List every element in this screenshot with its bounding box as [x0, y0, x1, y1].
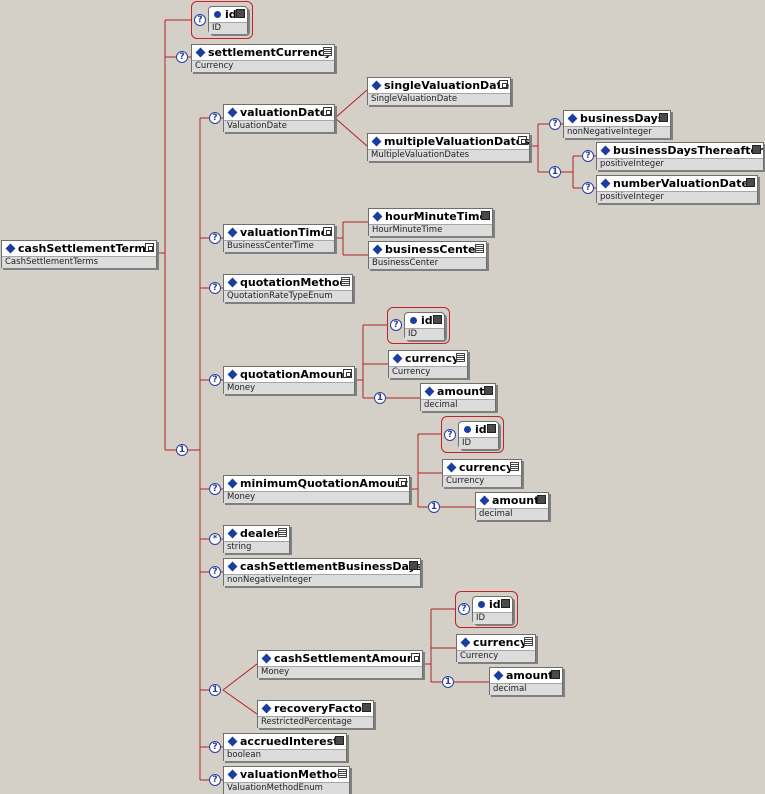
complex-type-icon: [499, 80, 508, 89]
element-currency[interactable]: currency Currency: [388, 350, 468, 378]
time-type-icon: [481, 211, 490, 220]
text-type-icon: [524, 637, 533, 646]
text-type-icon: [456, 353, 465, 362]
element-cashSettlementBusinessDays[interactable]: cashSettlementBusinessDays nonNegativeIn…: [223, 558, 421, 586]
integer-type-icon: [752, 145, 761, 154]
optional-occurrence-icon: ?: [176, 51, 188, 63]
sequence-occurrence-icon: 1: [176, 444, 188, 456]
element-minimumQuotationAmount[interactable]: minimumQuotationAmount Money: [223, 475, 410, 503]
boolean-type-icon: [335, 736, 344, 745]
attribute-icon: [410, 317, 417, 324]
sequence-occurrence-icon: 1: [442, 676, 454, 688]
optional-occurrence-icon: ?: [209, 232, 221, 244]
decimal-type-icon: [537, 495, 546, 504]
attribute-group-id: [441, 416, 504, 453]
complex-type-icon: [323, 107, 332, 116]
attribute-icon: [464, 426, 471, 433]
element-recoveryFactor[interactable]: recoveryFactor RestrictedPercentage: [257, 700, 374, 728]
element-businessCenter[interactable]: businessCenter BusinessCenter: [368, 241, 487, 269]
optional-occurrence-icon: ?: [549, 118, 561, 130]
complex-type-icon: [343, 369, 352, 378]
sequence-occurrence-icon: 1: [549, 166, 561, 178]
element-hourMinuteTime[interactable]: hourMinuteTime HourMinuteTime: [368, 208, 493, 236]
attribute-group-id: [387, 307, 450, 344]
element-singleValuationDate[interactable]: singleValuationDate SingleValuationDate: [367, 77, 511, 105]
complex-type-icon: [145, 243, 154, 252]
element-multipleValuationDates[interactable]: multipleValuationDates MultipleValuation…: [367, 133, 530, 161]
element-amount[interactable]: amount decimal: [420, 383, 496, 411]
element-numberValuationDates[interactable]: numberValuationDates positiveInteger: [596, 175, 758, 203]
optional-occurrence-icon: ?: [444, 429, 456, 441]
element-currency[interactable]: currency Currency: [442, 459, 522, 487]
complex-type-icon: [518, 136, 527, 145]
optional-occurrence-icon: ?: [582, 150, 594, 162]
attribute-id[interactable]: id ID: [472, 596, 513, 624]
text-type-icon: [475, 244, 484, 253]
text-type-icon: [278, 528, 287, 537]
text-type-icon: [510, 462, 519, 471]
text-type-icon: [338, 769, 347, 778]
integer-type-icon: [746, 178, 755, 187]
optional-occurrence-icon: ?: [209, 566, 221, 578]
simple-type-icon: [501, 599, 510, 608]
element-amount[interactable]: amount decimal: [475, 492, 549, 520]
optional-occurrence-icon: ?: [209, 741, 221, 753]
simple-type-icon: [487, 424, 496, 433]
optional-occurrence-icon: ?: [209, 112, 221, 124]
element-valuationMethod[interactable]: valuationMethod ValuationMethodEnum: [223, 766, 350, 794]
attribute-icon: [214, 11, 221, 18]
element-accruedInterest[interactable]: accruedInterest boolean: [223, 733, 347, 761]
complex-type-icon: [411, 653, 420, 662]
simple-type-icon: [236, 9, 245, 18]
element-businessDays[interactable]: businessDays nonNegativeInteger: [563, 110, 671, 138]
element-valuationDate[interactable]: valuationDate ValuationDate: [223, 104, 335, 132]
optional-occurrence-icon: ?: [209, 374, 221, 386]
optional-occurrence-icon: ?: [390, 319, 402, 331]
decimal-type-icon: [551, 670, 560, 679]
optional-occurrence-icon: ?: [209, 774, 221, 786]
sequence-occurrence-icon: 1: [428, 501, 440, 513]
element-amount[interactable]: amount decimal: [489, 667, 563, 695]
attribute-id[interactable]: id ID: [458, 421, 499, 449]
text-type-icon: [323, 47, 332, 56]
element-settlementCurrency[interactable]: settlementCurrency Currency: [191, 44, 335, 72]
root-element-cashSettlementTerms[interactable]: cashSettlementTerms CashSettlementTerms: [1, 240, 157, 268]
element-cashSettlementAmount[interactable]: cashSettlementAmount Money: [257, 650, 423, 678]
optional-occurrence-icon: ?: [209, 483, 221, 495]
complex-type-icon: [323, 227, 332, 236]
optional-occurrence-icon: ?: [582, 182, 594, 194]
simple-type-icon: [433, 315, 442, 324]
sequence-occurrence-icon: 1: [374, 392, 386, 404]
element-valuationTime[interactable]: valuationTime BusinessCenterTime: [223, 224, 335, 252]
text-type-icon: [341, 277, 350, 286]
optional-occurrence-icon: ?: [209, 282, 221, 294]
choice-occurrence-icon: 1: [209, 684, 221, 696]
element-quotationMethod[interactable]: quotationMethod QuotationRateTypeEnum: [223, 274, 353, 302]
attribute-group-id: [455, 591, 518, 628]
attribute-icon: [478, 601, 485, 608]
element-quotationAmount[interactable]: quotationAmount Money: [223, 366, 355, 394]
attribute-group-id: [191, 1, 253, 39]
element-dealer[interactable]: dealer string: [223, 525, 290, 553]
attribute-id[interactable]: id ID: [404, 312, 445, 340]
optional-occurrence-icon: ?: [194, 14, 206, 26]
decimal-type-icon: [362, 703, 371, 712]
many-occurrence-icon: *: [209, 533, 221, 545]
element-businessDaysThereafter[interactable]: businessDaysThereafter positiveInteger: [596, 142, 764, 170]
complex-type-icon: [398, 478, 407, 487]
decimal-type-icon: [484, 386, 493, 395]
attribute-id[interactable]: id ID: [208, 6, 248, 34]
optional-occurrence-icon: ?: [458, 603, 470, 615]
element-currency[interactable]: currency Currency: [456, 634, 536, 662]
integer-type-icon: [659, 113, 668, 122]
integer-type-icon: [409, 561, 418, 570]
